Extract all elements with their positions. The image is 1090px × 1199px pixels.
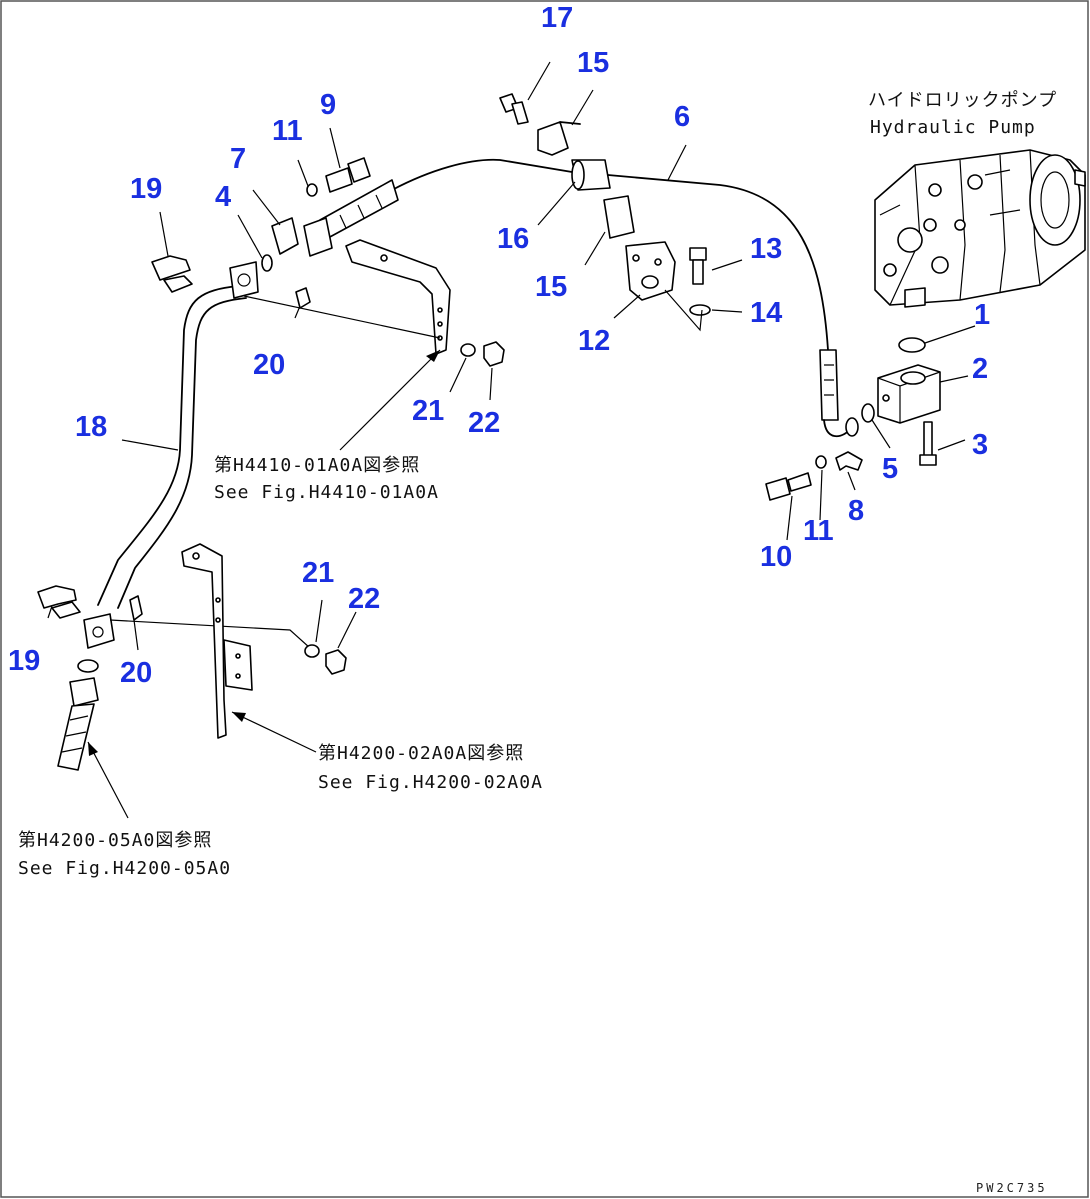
o-ring-1	[898, 337, 926, 353]
bolt-9	[325, 157, 371, 193]
callout-10: 10	[760, 541, 792, 573]
callout-21-upper: 21	[412, 395, 444, 427]
callout-15-lower: 15	[535, 271, 567, 303]
callout-7: 7	[230, 143, 246, 175]
o-ring-5	[861, 403, 875, 423]
washer-14	[689, 304, 711, 316]
flange-lower-port	[92, 626, 104, 638]
nut-22-lower	[325, 649, 347, 675]
callout-16: 16	[497, 223, 529, 255]
sleeve-16	[571, 159, 611, 191]
assembly-lines-12-14	[664, 289, 703, 332]
nut-22-upper	[483, 341, 505, 367]
o-ring-lower	[77, 659, 99, 673]
callout-15-upper: 15	[577, 47, 609, 79]
washer-21-upper	[460, 343, 476, 357]
split-flange-8	[835, 451, 863, 471]
clip-20-lower	[129, 595, 143, 621]
flange-block	[877, 364, 941, 424]
callout-11-right: 11	[803, 515, 834, 547]
callout-9: 9	[320, 89, 336, 121]
pump-label-english: Hydraulic Pump	[870, 117, 1036, 138]
bracket-lower	[181, 543, 253, 739]
leader-lines	[47, 61, 976, 819]
callout-21-lower: 21	[302, 557, 334, 589]
clip-20-upper	[295, 287, 311, 309]
callout-8: 8	[848, 495, 864, 527]
reference-3-japanese: 第H4200-05A0図参照	[18, 830, 212, 851]
hose-lower	[57, 677, 99, 771]
drawing-code: PW2C735	[976, 1181, 1048, 1195]
callout-19-lower: 19	[8, 645, 40, 677]
callout-22-lower: 22	[348, 583, 380, 615]
callout-3: 3	[972, 429, 988, 461]
bracket-12	[625, 241, 676, 301]
callout-18: 18	[75, 411, 107, 443]
callout-11-upper: 11	[272, 115, 303, 147]
callout-19-upper: 19	[130, 173, 162, 205]
pump-label-japanese: ハイドロリックポンプ	[868, 90, 1057, 111]
plug-19-lower	[37, 585, 81, 619]
callout-6: 6	[674, 101, 690, 133]
hose-end-upper	[303, 179, 399, 257]
washer-11-upper	[306, 183, 318, 197]
callout-14: 14	[750, 297, 782, 329]
clamp-15-lower	[603, 195, 635, 239]
reference-1-english: See Fig.H4410-01A0A	[214, 482, 439, 503]
callout-1: 1	[974, 299, 990, 331]
callout-2: 2	[972, 353, 988, 385]
reference-1-japanese: 第H4410-01A0A図参照	[214, 455, 420, 476]
hose-6	[391, 158, 859, 437]
tube-18	[97, 261, 259, 609]
o-ring-4	[261, 254, 273, 272]
callout-17: 17	[541, 2, 573, 34]
clamp-15-upper-tab	[559, 121, 581, 125]
reference-2-english: See Fig.H4200-02A0A	[318, 772, 543, 793]
callout-22-upper: 22	[468, 407, 500, 439]
bolt-10	[765, 472, 812, 501]
washer-11-right	[815, 455, 827, 469]
flange-lower	[83, 613, 115, 649]
split-flange-7	[271, 217, 299, 255]
callout-12: 12	[578, 325, 610, 357]
assembly-line-lower	[109, 619, 311, 649]
callout-4: 4	[215, 181, 231, 213]
callout-5: 5	[882, 453, 898, 485]
reference-2-japanese: 第H4200-02A0A図参照	[318, 743, 524, 764]
callout-20-upper: 20	[253, 349, 285, 381]
clamp-15-upper	[537, 121, 569, 156]
callout-13: 13	[750, 233, 782, 265]
reference-3-english: See Fig.H4200-05A0	[18, 858, 231, 879]
hydraulic-pump	[874, 149, 1086, 308]
washer-21-lower	[304, 644, 320, 658]
assembly-line-upper	[243, 295, 441, 339]
bolt-3	[919, 421, 937, 466]
bolt-17	[499, 93, 529, 125]
callout-20-lower: 20	[120, 657, 152, 689]
plug-19-upper	[151, 255, 193, 293]
bolt-13	[689, 247, 707, 285]
